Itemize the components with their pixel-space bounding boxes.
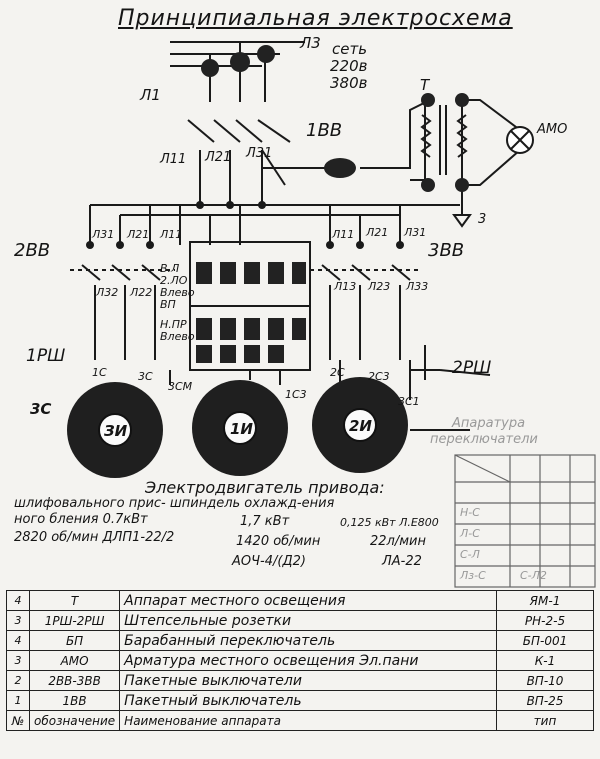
table-row: 2 2ВВ-3ВВ Пакетные выключатели ВП-10 — [6, 670, 594, 691]
table-row: 4 БП Барабанный переключатель БП-001 — [6, 630, 594, 651]
terminal-3cm: 3СМ — [168, 380, 193, 393]
row-type: ВП-10 — [496, 670, 594, 691]
caption-power-3: 0,125 кВт Л.Е800 — [340, 516, 439, 529]
switch-block-label-5: Н.ПР — [160, 318, 187, 331]
row-number: 4 — [6, 590, 30, 611]
row-type: К-1 — [496, 650, 594, 671]
table-row: 4 Т Аппарат местного освещения ЯМ-1 — [6, 590, 594, 611]
table-header-row: № обозначение Наименование аппарата тип — [6, 710, 594, 731]
header-name: Наименование аппарата — [119, 710, 497, 731]
motor-1-name: 3С — [30, 400, 52, 418]
label-l3: Л3 — [300, 34, 321, 52]
specification-table: 4 Т Аппарат местного освещения ЯМ-1 3 1Р… — [6, 590, 594, 731]
legend-row-1: Н-С — [460, 506, 480, 519]
row-designation: 1РШ-2РШ — [28, 610, 121, 631]
legend-row-5: С-Л2 — [520, 569, 547, 582]
motor-2-label: 1И — [230, 420, 253, 438]
phase-main-3: Л31 — [246, 146, 273, 161]
caption-pump-type: ЛА-22 — [382, 554, 422, 569]
label-network: сеть — [332, 40, 368, 58]
phase-right-bottom-3: Л33 — [406, 280, 429, 293]
label-lamp: АМО — [537, 122, 568, 137]
caption-line-3: ного бления 0.7кВт — [14, 512, 148, 527]
motor-1-label: ЗИ — [104, 422, 128, 440]
phase-right-top-3: Л31 — [404, 226, 427, 239]
row-name: Пакетный выключатель — [119, 690, 497, 711]
switch-block-label-6: Влево — [160, 330, 195, 343]
caption-motor-2-type: АОЧ-4/(Д2) — [232, 554, 306, 569]
legend-subtitle: переключатели — [430, 432, 538, 447]
label-380v: 380в — [330, 74, 368, 92]
row-type: ЯМ-1 — [496, 590, 594, 611]
caption-speed-1: 2820 об/мин ДЛП1-22/2 — [14, 530, 175, 545]
switch-block-label-1: В.Л — [160, 262, 180, 275]
row-name: Арматура местного освещения Эл.пани — [119, 650, 497, 671]
legend-row-2: Л-С — [460, 527, 480, 540]
switch-block-label-2: 2.ЛО — [160, 274, 188, 287]
row-designation: 1ВВ — [28, 690, 121, 711]
phase-right-bottom-1: Л13 — [334, 280, 357, 293]
label-switch-1bb: 1ВВ — [306, 120, 343, 141]
caption-speed-2: 1420 об/мин — [236, 534, 321, 549]
caption-line-2: шлифовального прис- шпиндель охлажд-ения — [14, 496, 335, 511]
row-number: 3 — [6, 610, 30, 631]
caption-flow: 22л/мин — [370, 534, 426, 549]
row-type: БП-001 — [496, 630, 594, 651]
terminal-3c1: 3С1 — [398, 395, 420, 408]
phase-left-top-3: Л11 — [160, 228, 183, 241]
phase-right-bottom-2: Л23 — [368, 280, 391, 293]
phase-left-top-2: Л21 — [127, 228, 150, 241]
row-name: Штепсельные розетки — [119, 610, 497, 631]
row-type: РН-2-5 — [496, 610, 594, 631]
header-designation: обозначение — [28, 710, 121, 731]
phase-left-top-1: Л31 — [92, 228, 115, 241]
label-transformer: Т — [420, 76, 430, 94]
row-name: Аппарат местного освещения — [119, 590, 497, 611]
terminal-1c: 1С — [92, 366, 107, 379]
table-row: 3 1РШ-2РШ Штепсельные розетки РН-2-5 — [6, 610, 594, 631]
phase-right-top-1: Л11 — [332, 228, 355, 241]
motor-3-label: 2И — [349, 417, 372, 435]
legend-title: Апаратура — [452, 416, 526, 431]
legend-row-3: С-Л — [460, 548, 480, 561]
switch-block-label-4: ВП — [160, 298, 176, 311]
diagram-title: Принципиальная электросхема — [118, 6, 513, 31]
row-number: 4 — [6, 630, 30, 651]
row-name: Барабанный переключатель — [119, 630, 497, 651]
row-name: Пакетные выключатели — [119, 670, 497, 691]
label-l1: Л1 — [140, 86, 161, 104]
phase-left-bottom-1: Л32 — [96, 286, 119, 299]
switch-block-label-3: Влево — [160, 286, 195, 299]
row-number: 2 — [6, 670, 30, 691]
caption-line-1: Электродвигатель привода: — [145, 478, 385, 497]
legend-row-4: Лз-С — [460, 569, 486, 582]
phase-main-2: Л21 — [205, 150, 232, 165]
label-switch-2bb: 2ВВ — [14, 240, 51, 261]
row-type: ВП-25 — [496, 690, 594, 711]
phase-right-top-2: Л21 — [366, 226, 389, 239]
header-number: № — [6, 710, 30, 731]
phase-left-bottom-2: Л22 — [130, 286, 153, 299]
label-switch-3bb: 3ВВ — [428, 240, 465, 261]
row-designation: Т — [28, 590, 121, 611]
caption-power-2: 1,7 кВт — [240, 514, 290, 529]
row-designation: АМО — [28, 650, 121, 671]
terminal-2c: 2С — [330, 366, 345, 379]
row-designation: 2ВВ-3ВВ — [28, 670, 121, 691]
row-designation: БП — [28, 630, 121, 651]
header-type: тип — [496, 710, 594, 731]
label-socket-1rsh: 1РШ — [26, 346, 66, 366]
label-220v: 220в — [330, 57, 368, 75]
row-number: 3 — [6, 650, 30, 671]
label-socket-2rsh: 2РШ — [452, 358, 492, 378]
label-ground: 3 — [478, 212, 487, 227]
table-row: 1 1ВВ Пакетный выключатель ВП-25 — [6, 690, 594, 711]
phase-main-1: Л11 — [160, 152, 187, 167]
terminal-2c3: 2С3 — [368, 370, 390, 383]
terminal-1c3: 1С3 — [285, 388, 307, 401]
terminal-3c: 3С — [138, 370, 153, 383]
row-number: 1 — [6, 690, 30, 711]
table-row: 3 АМО Арматура местного освещения Эл.пан… — [6, 650, 594, 671]
